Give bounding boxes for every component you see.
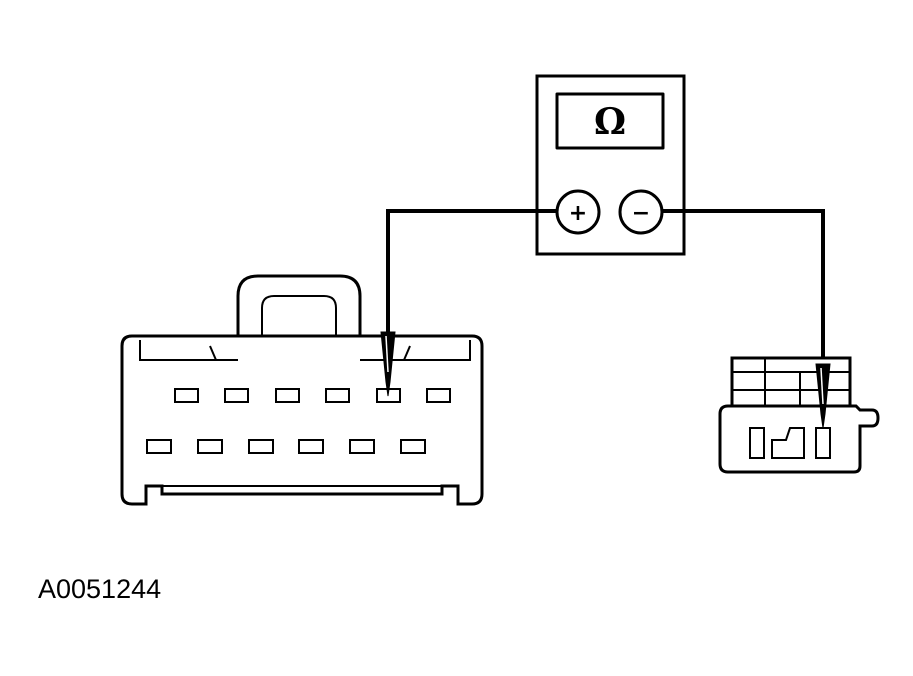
negative-terminal-label: − [632, 201, 650, 226]
connector-ledge-step-right [403, 345, 411, 361]
terminal-cavity [298, 439, 324, 454]
harness-connector [120, 274, 484, 506]
figure-id-label: A0051244 [38, 574, 162, 604]
negative-test-lead [662, 209, 825, 368]
ohm-symbol: Ω [594, 101, 626, 143]
terminal-cavity [426, 388, 451, 403]
terminal-cavity [248, 439, 274, 454]
component-connector-header-lines [732, 358, 850, 408]
terminal-cavity [197, 439, 223, 454]
terminal-cavity [146, 439, 172, 454]
ohmmeter-display [555, 92, 665, 150]
connector-top-ledge-right [360, 340, 471, 361]
connector-top-ledge-left [139, 340, 238, 361]
component-pin [749, 427, 765, 459]
negative-probe-highlight [820, 367, 824, 405]
connector-ledge-step-left [209, 345, 217, 361]
terminal-cavity [174, 388, 199, 403]
connector-latch-inner [261, 295, 337, 362]
component-connector-header [730, 356, 852, 410]
component-pin-probed [815, 427, 831, 459]
positive-probe-highlight [385, 335, 389, 373]
terminal-cavity [325, 388, 350, 403]
terminal-cavity [224, 388, 249, 403]
positive-test-lead [386, 209, 557, 336]
component-pin [771, 427, 805, 459]
positive-terminal-label: + [569, 201, 587, 226]
component-connector [718, 356, 880, 474]
terminal-cavity [400, 439, 426, 454]
terminal-cavity [349, 439, 375, 454]
ohmmeter: Ω + − [535, 74, 686, 256]
terminal-cavity [275, 388, 300, 403]
connector-body [120, 334, 484, 506]
